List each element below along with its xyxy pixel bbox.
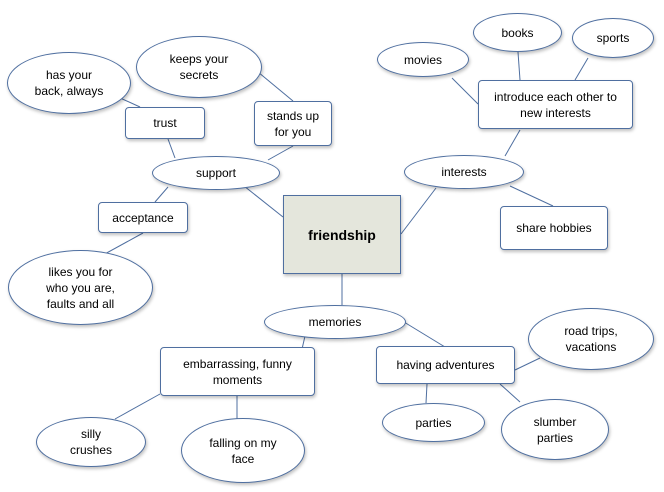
line-adventures-roadtrips	[514, 357, 541, 371]
node-embarrassing-moments: embarrassing, funny moments	[160, 347, 315, 396]
line-support-center	[243, 185, 284, 218]
central-topic-friendship: friendship	[283, 195, 401, 274]
node-likes-you: likes you for who you are, faults and al…	[8, 250, 153, 325]
line-embarrassing-crushes	[114, 393, 161, 420]
node-parties: parties	[382, 403, 485, 442]
line-interests-center	[400, 187, 437, 235]
node-silly-crushes: silly crushes	[36, 417, 146, 467]
node-introduce-interests: introduce each other to new interests	[478, 80, 633, 129]
line-introduce-sports	[574, 57, 589, 81]
line-interests-hobbies	[509, 185, 554, 207]
line-interests-introduce	[504, 129, 521, 157]
line-support-trust	[167, 138, 176, 159]
node-memories: memories	[264, 305, 406, 339]
node-trust: trust	[125, 107, 205, 139]
line-adventures-parties	[425, 383, 428, 404]
node-keeps-your-secrets: keeps your secrets	[136, 36, 262, 98]
node-support: support	[152, 156, 280, 190]
node-has-your-back: has your back, always	[7, 52, 131, 114]
line-stands-up-secrets	[257, 71, 294, 102]
node-sports: sports	[572, 18, 654, 58]
line-introduce-books	[517, 51, 521, 81]
node-falling-on-my-face: falling on my face	[181, 418, 305, 483]
line-introduce-movies	[451, 77, 479, 105]
node-share-hobbies: share hobbies	[500, 206, 608, 250]
node-stands-up: stands up for you	[254, 101, 332, 146]
node-road-trips: road trips, vacations	[528, 308, 654, 370]
line-support-stands-up	[267, 145, 294, 161]
line-adventures-slumber	[499, 383, 521, 403]
line-memories-adventures	[403, 321, 446, 348]
node-acceptance: acceptance	[98, 202, 188, 233]
line-support-acceptance	[154, 186, 169, 203]
node-books: books	[473, 13, 562, 52]
node-slumber-parties: slumber parties	[501, 399, 609, 460]
node-having-adventures: having adventures	[376, 346, 515, 384]
line-acceptance-likes	[102, 232, 144, 256]
node-movies: movies	[377, 42, 469, 77]
node-interests: interests	[404, 155, 524, 189]
